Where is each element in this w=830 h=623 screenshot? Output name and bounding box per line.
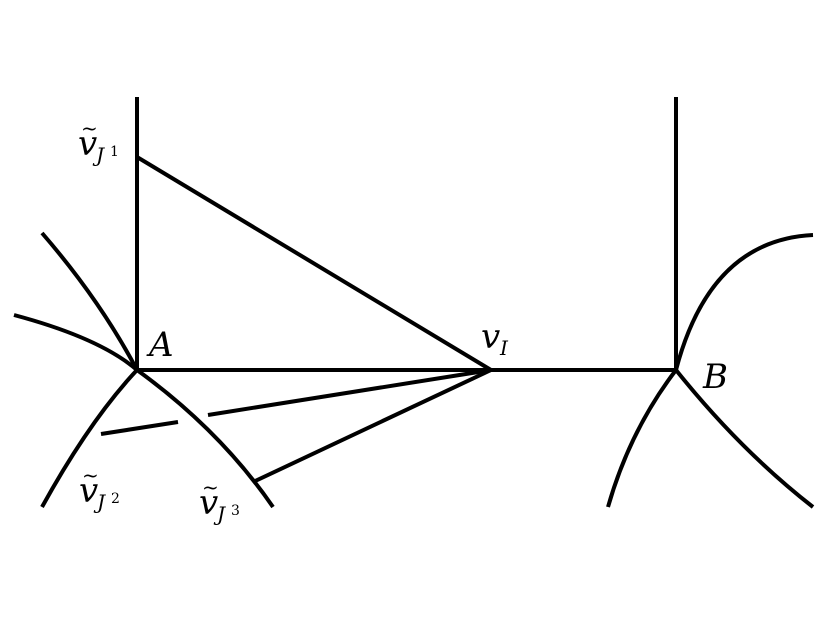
label-vj3-symbol: v xyxy=(199,483,218,523)
label-vj3: ~ v J 3 xyxy=(199,475,240,526)
label-vj1-symbol: v xyxy=(78,124,97,164)
label-vi-symbol: v xyxy=(481,317,500,357)
label-vj2: ~ v J 2 xyxy=(79,463,120,514)
label-vj1-tilde: ~ xyxy=(81,116,98,140)
label-vj3-tilde: ~ xyxy=(202,475,219,499)
curve-a-steep xyxy=(40,231,139,371)
segment-vi-gap-end xyxy=(207,368,492,417)
label-vj3-subscript: J xyxy=(213,502,226,526)
label-vj1: ~ v J 1 xyxy=(78,116,119,167)
curve-b-upper-right xyxy=(674,233,814,371)
segment-vj1-vi xyxy=(135,155,493,372)
segment-vi-vj3 xyxy=(252,368,492,484)
label-vi: v I xyxy=(481,317,509,360)
label-b: B xyxy=(702,357,728,397)
curve-b-lower-right xyxy=(674,368,815,509)
curve-b-lower-left xyxy=(606,368,678,508)
segment-vj2-stub xyxy=(100,420,179,436)
label-vj3-superscript: 3 xyxy=(231,503,240,519)
label-vj2-symbol: v xyxy=(79,471,98,511)
label-vj1-subscript: J xyxy=(92,143,105,167)
curve-a-lower-left xyxy=(40,368,139,508)
label-vi-subscript: I xyxy=(499,336,509,360)
label-a: A xyxy=(146,325,174,365)
label-vj2-tilde: ~ xyxy=(82,463,99,487)
label-vj1-superscript: 1 xyxy=(110,144,119,160)
label-vj2-subscript: J xyxy=(93,490,106,514)
curve-a-lower-right xyxy=(135,368,275,509)
label-vj2-superscript: 2 xyxy=(111,491,120,507)
curve-a-upper-left xyxy=(13,313,139,372)
